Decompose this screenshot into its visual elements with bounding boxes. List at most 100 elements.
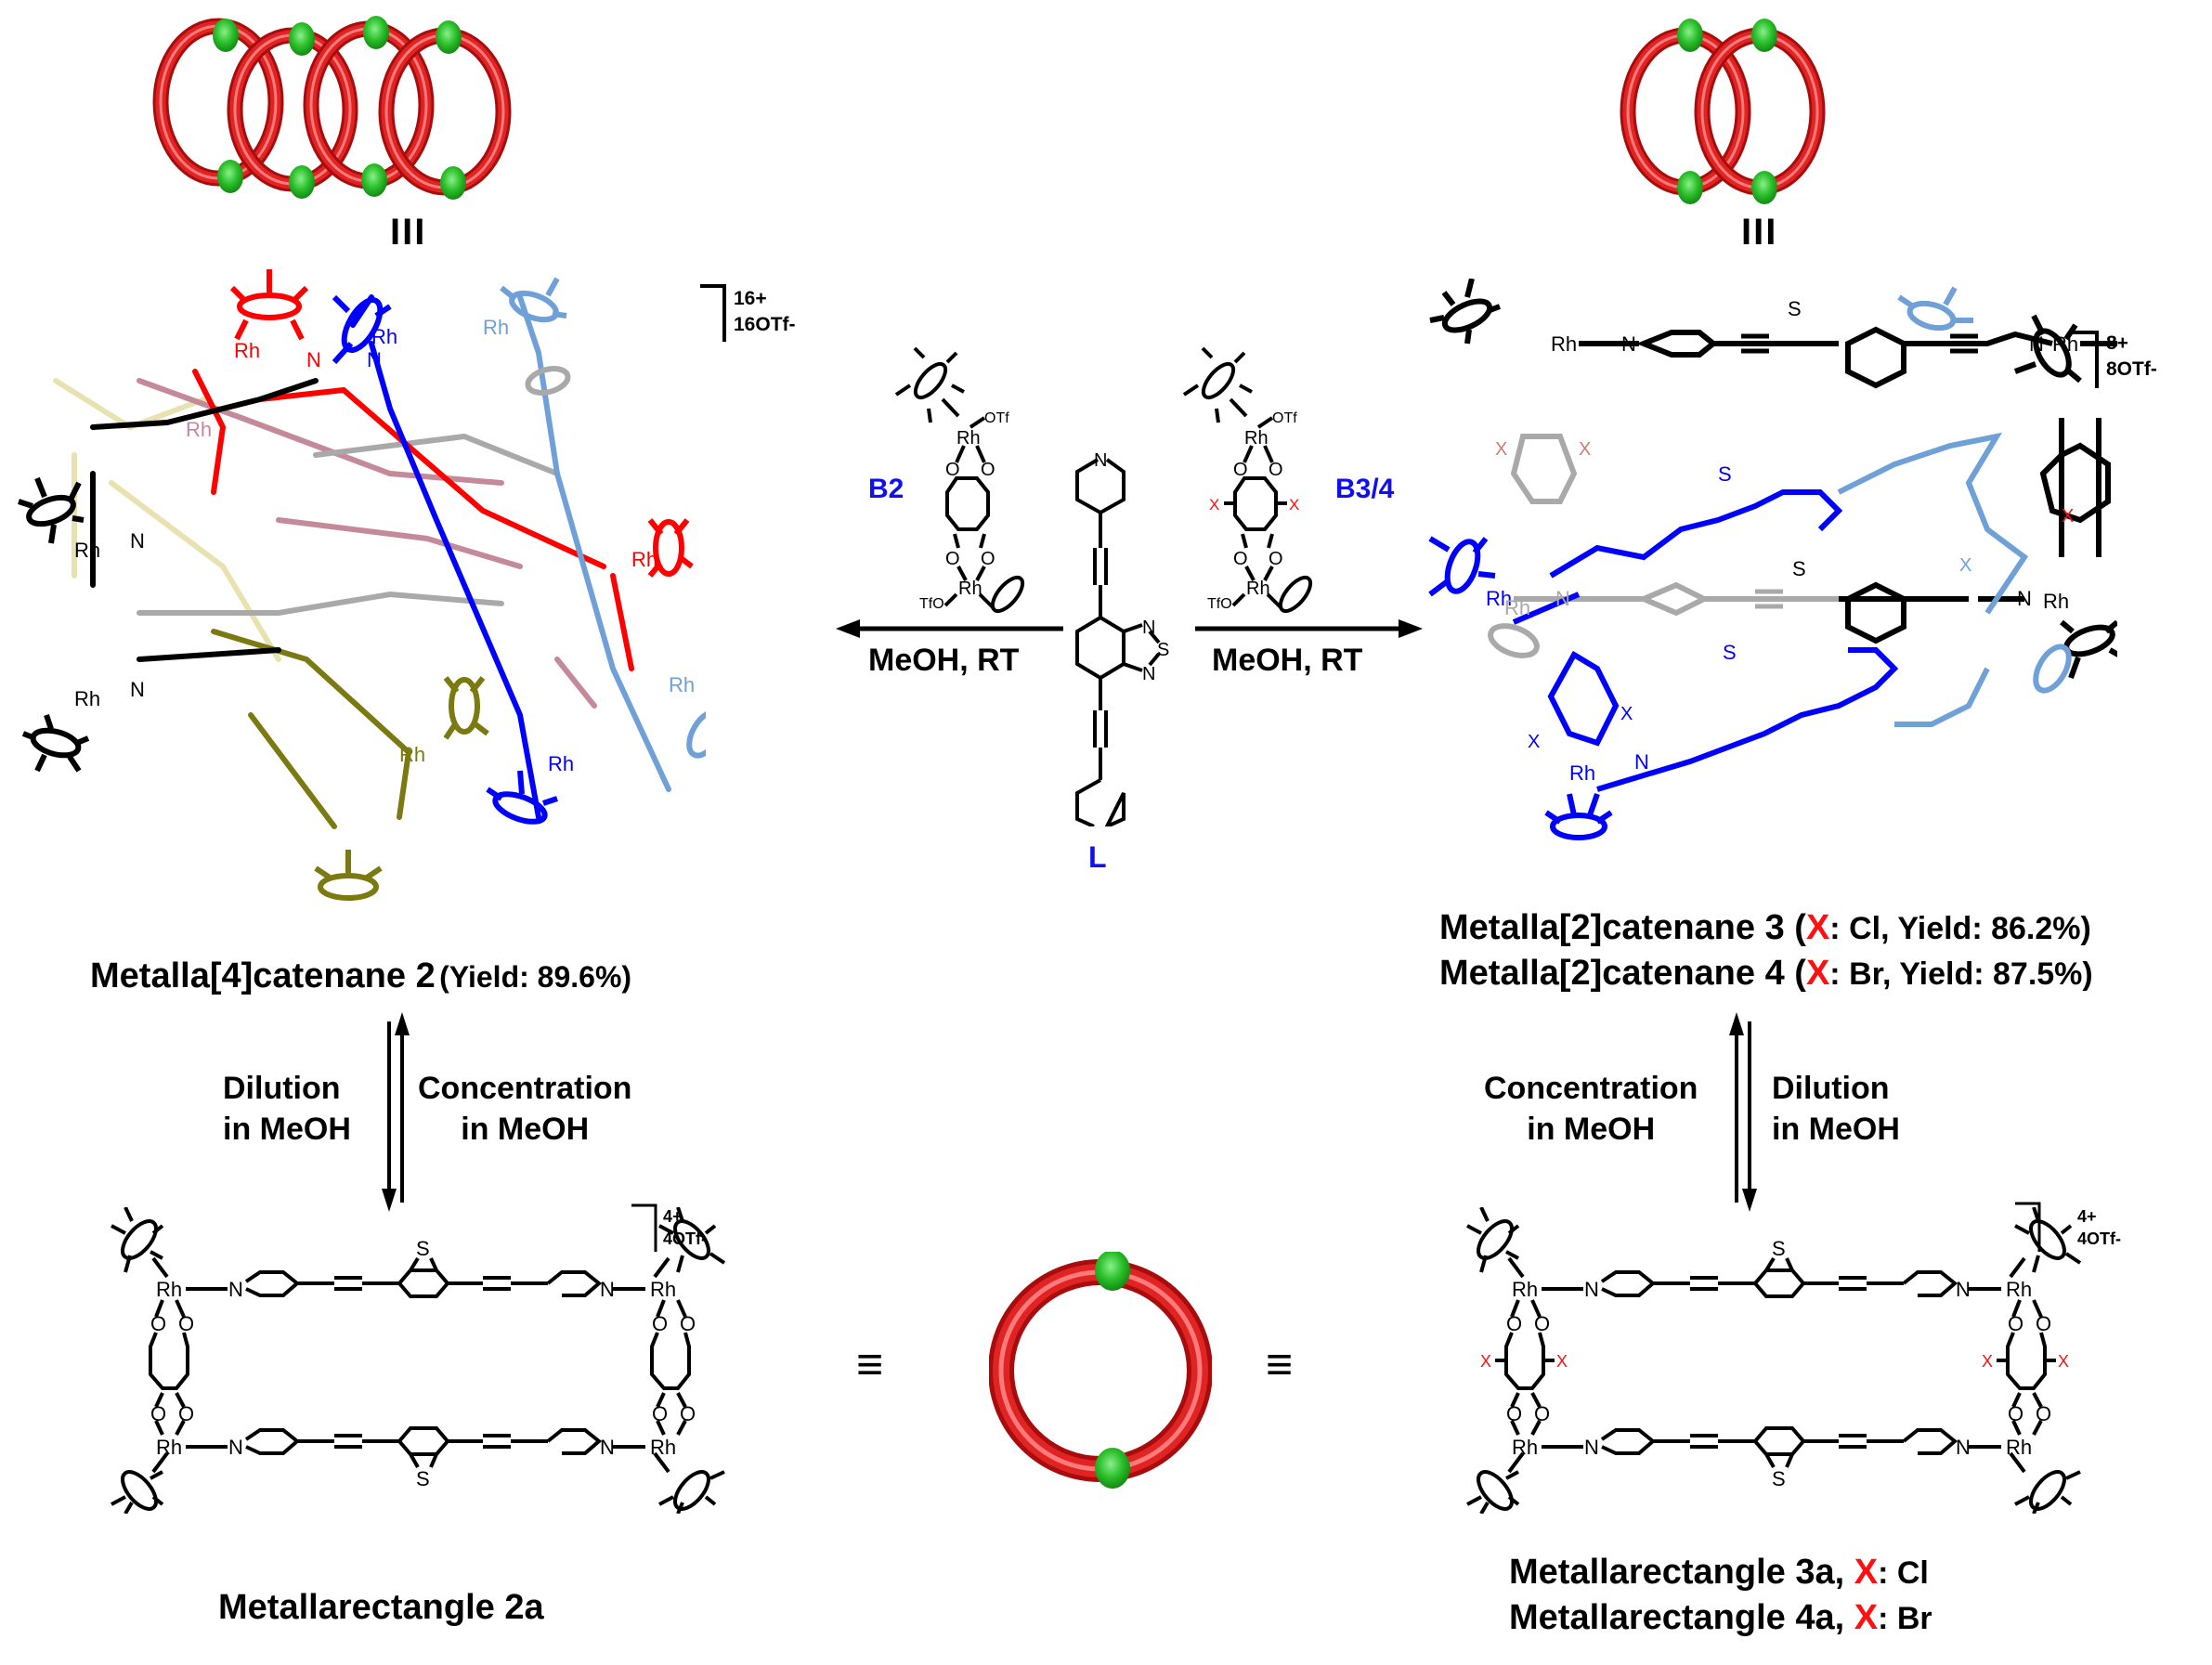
atom-rh: Rh [1569,761,1595,785]
paren: ( [1784,954,1806,993]
catenane3-name: Metalla[2]catenane 3 [1439,908,1785,947]
atom-rh: Rh [234,339,260,362]
charge-bracket [631,1203,657,1252]
strand-black [90,378,319,662]
equilibrium-arrows-right [1729,1012,1757,1212]
substituent-x: X [1556,1352,1568,1371]
atom-n: N [1584,1436,1599,1459]
substituent-x: X [2062,506,2074,527]
atom-rh: Rh [631,548,657,571]
atom-rh: Rh [2043,590,2069,613]
bead-ring2-top [1751,19,1777,52]
atom-rh: Rh [156,1278,182,1301]
cp-star-icon [111,1451,169,1514]
cp-star-icon [2013,314,2082,384]
atom-o: O [652,1312,668,1335]
atom-o: O [652,1402,668,1425]
cp-star-icon [314,850,383,901]
atom-o: O [2008,1312,2023,1335]
atom-s: S [416,1237,430,1260]
charge-label: 16+ [734,288,767,309]
cp-star-icon [1897,286,1973,332]
atom-s: S [416,1467,430,1490]
equivalence-symbol-right: ≡ [1266,1338,1294,1390]
rectangle-4a-title: Metallarectangle 4a, X: Br [1509,1598,1932,1638]
atom-s: S [1792,557,1806,580]
bead-ring1-top [1677,19,1703,52]
label-line: Concentration [418,1071,632,1106]
atom-o: O [1506,1312,1522,1335]
catenane4-equivalence-caption: III [390,212,427,253]
label-line: in MeOH [461,1112,590,1147]
charge-label: 4+ [2077,1207,2097,1226]
cp-star-icon [1488,623,1540,658]
atom-o: O [1233,460,1248,480]
rectangle-2a-structure: Rh N S N Rh Rh N S N Rh O O O O O O O O [111,1207,726,1514]
bead-ring2-bottom [1751,171,1777,204]
substituent-x: X [1528,732,1540,752]
substituent-x: X [1620,704,1633,724]
ring [989,1259,1212,1482]
cp-star-icon [21,714,90,773]
cp-star-icon [1428,536,1496,597]
rectangle-34a-structure: Rh N S N Rh Rh N S N Rh O O O O O O O O … [1466,1207,2082,1514]
cp-star-icon [1466,1207,1525,1279]
strand-blue [1549,489,1843,579]
rectangle-3a-halide: : Cl [1878,1555,1929,1591]
cp-star-icon [653,1207,726,1279]
bead-ring4-bottom [440,166,466,200]
strand-gray [137,433,560,616]
equilibrium-arrows-left [382,1012,410,1212]
atom-rh: Rh [2006,1436,2032,1459]
counterion-label: 16OTf- [734,314,796,335]
rectangle-4a-name: Metallarectangle 4a, [1509,1598,1854,1637]
reagent-b34-label: B3/4 [1335,474,1395,504]
charge-bracket [2015,1202,2041,1252]
atom-o: O [1506,1402,1522,1425]
label-line: in MeOH [1527,1112,1656,1147]
cp-star-icon [2009,1451,2081,1514]
bead-ring2-top [289,22,315,56]
atom-o: O [1269,460,1283,480]
counterion-label: 4OTf- [663,1229,707,1248]
atom-n: N [1142,618,1155,638]
atom-n: N [306,348,321,371]
cp-star-icon [1544,793,1613,840]
atom-rh: Rh [1244,428,1269,449]
paren: ( [1784,908,1806,947]
strand-black [2039,418,2111,557]
atom-o: O [981,549,995,569]
bead-ring1-top [213,19,239,52]
cp-star-icon [443,676,489,740]
rectangle-ring-cartoon [989,1252,1212,1489]
bead-ring3-bottom [361,163,387,197]
bead-ring1-bottom [217,160,243,193]
cp-star-icon [1429,279,1502,345]
atom-n: N [1584,1278,1599,1301]
cp-star-icon [229,269,309,341]
atom-rh: Rh [74,539,100,562]
strand-blue [350,294,541,820]
ligand-l-structure: N N S N [1075,450,1169,826]
atom-o: O [1269,549,1283,569]
pyridine-bottom [1075,778,1126,826]
atom-o: O [150,1312,166,1335]
catenane4-title: Metalla[4]catenane 2 (Yield: 89.6%) [90,956,631,996]
atom-rh: Rh [650,1278,676,1301]
atom-rh: Rh [548,752,574,775]
substituent-x: X [1982,1352,1993,1371]
catenane4-structure: Rh Rh Rh Rh Rh Rh Rh Rh Rh Rh N N N N [18,269,706,901]
atom-s: S [1723,641,1737,664]
concentration-label-right: Concentration in MeOH [1484,1068,1698,1150]
cp-star-icon [1466,1451,1525,1514]
ring-2 [1694,27,1826,196]
atom-o: O [981,460,995,480]
atom-s: S [1157,640,1169,660]
atom-o: O [1233,549,1248,569]
atom-n: N [600,1278,615,1301]
atom-rh: Rh [74,687,100,710]
atom-n: N [1956,1278,1971,1301]
group-otf: OTf [984,410,1009,426]
substituent-x: X [1959,555,1971,576]
atom-s: S [1772,1237,1786,1260]
